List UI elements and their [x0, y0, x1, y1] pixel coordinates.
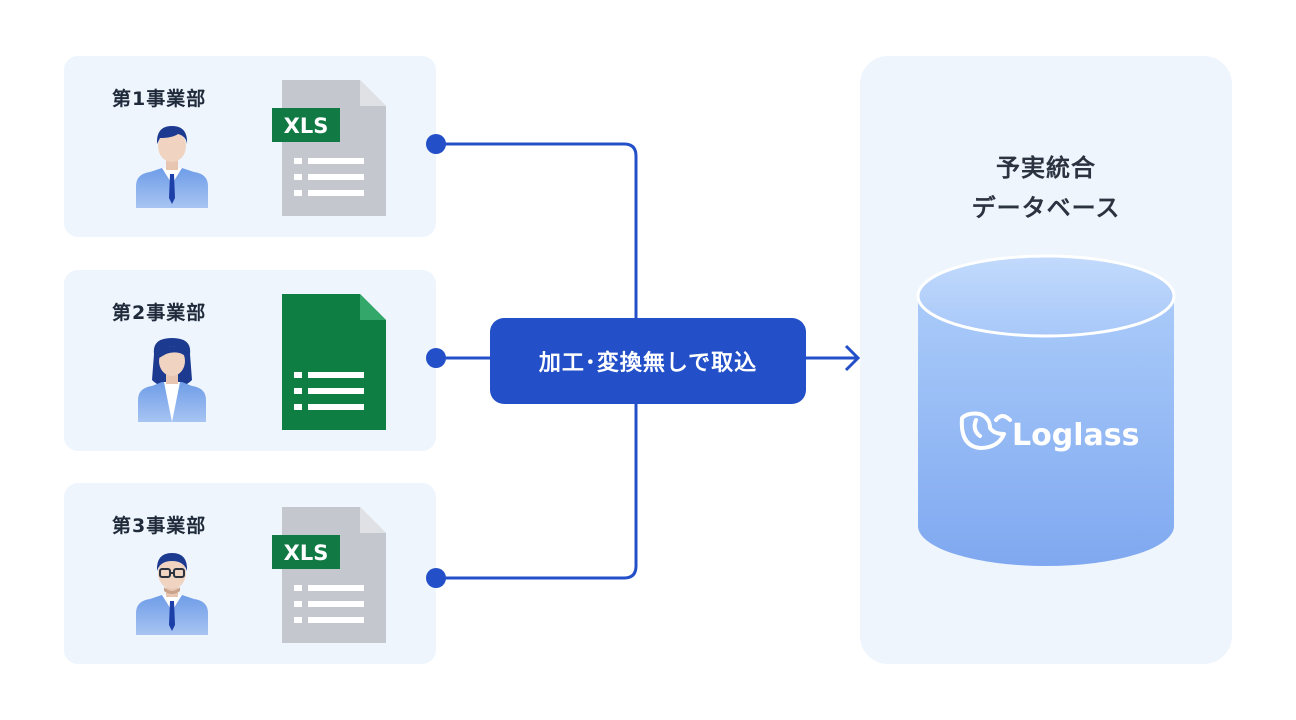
xls-label: XLS — [284, 114, 329, 138]
connector-dot-1 — [426, 134, 446, 154]
man-icon — [136, 126, 208, 208]
connector-dot-2 — [426, 348, 446, 368]
department-card-1: 第1事業部 XLS — [64, 56, 436, 237]
process-label-box: 加工･変換無しで取込 — [490, 318, 806, 404]
database-title-line1: 予実統合 — [996, 154, 1096, 182]
database-title-line2: データベース — [971, 194, 1121, 222]
department-card-3: 第3事業部 XLS — [64, 483, 436, 664]
brand-name: Loglass — [1012, 418, 1139, 453]
department-label: 第3事業部 — [112, 515, 207, 537]
xls-label: XLS — [284, 541, 329, 565]
department-card-2: 第2事業部 — [64, 270, 436, 451]
google-sheets-icon — [282, 294, 386, 430]
whale-logo-icon — [959, 411, 1012, 450]
database-cylinder — [916, 254, 1176, 566]
man-with-glasses-icon — [136, 553, 208, 635]
department-label: 第1事業部 — [112, 88, 207, 110]
connector-dot-3 — [426, 568, 446, 588]
process-label: 加工･変換無しで取込 — [538, 351, 758, 376]
woman-icon — [138, 338, 206, 422]
excel-xls-icon: XLS — [272, 507, 386, 643]
connector-dots — [426, 134, 446, 588]
excel-xls-icon: XLS — [272, 80, 386, 216]
department-label: 第2事業部 — [112, 302, 207, 324]
